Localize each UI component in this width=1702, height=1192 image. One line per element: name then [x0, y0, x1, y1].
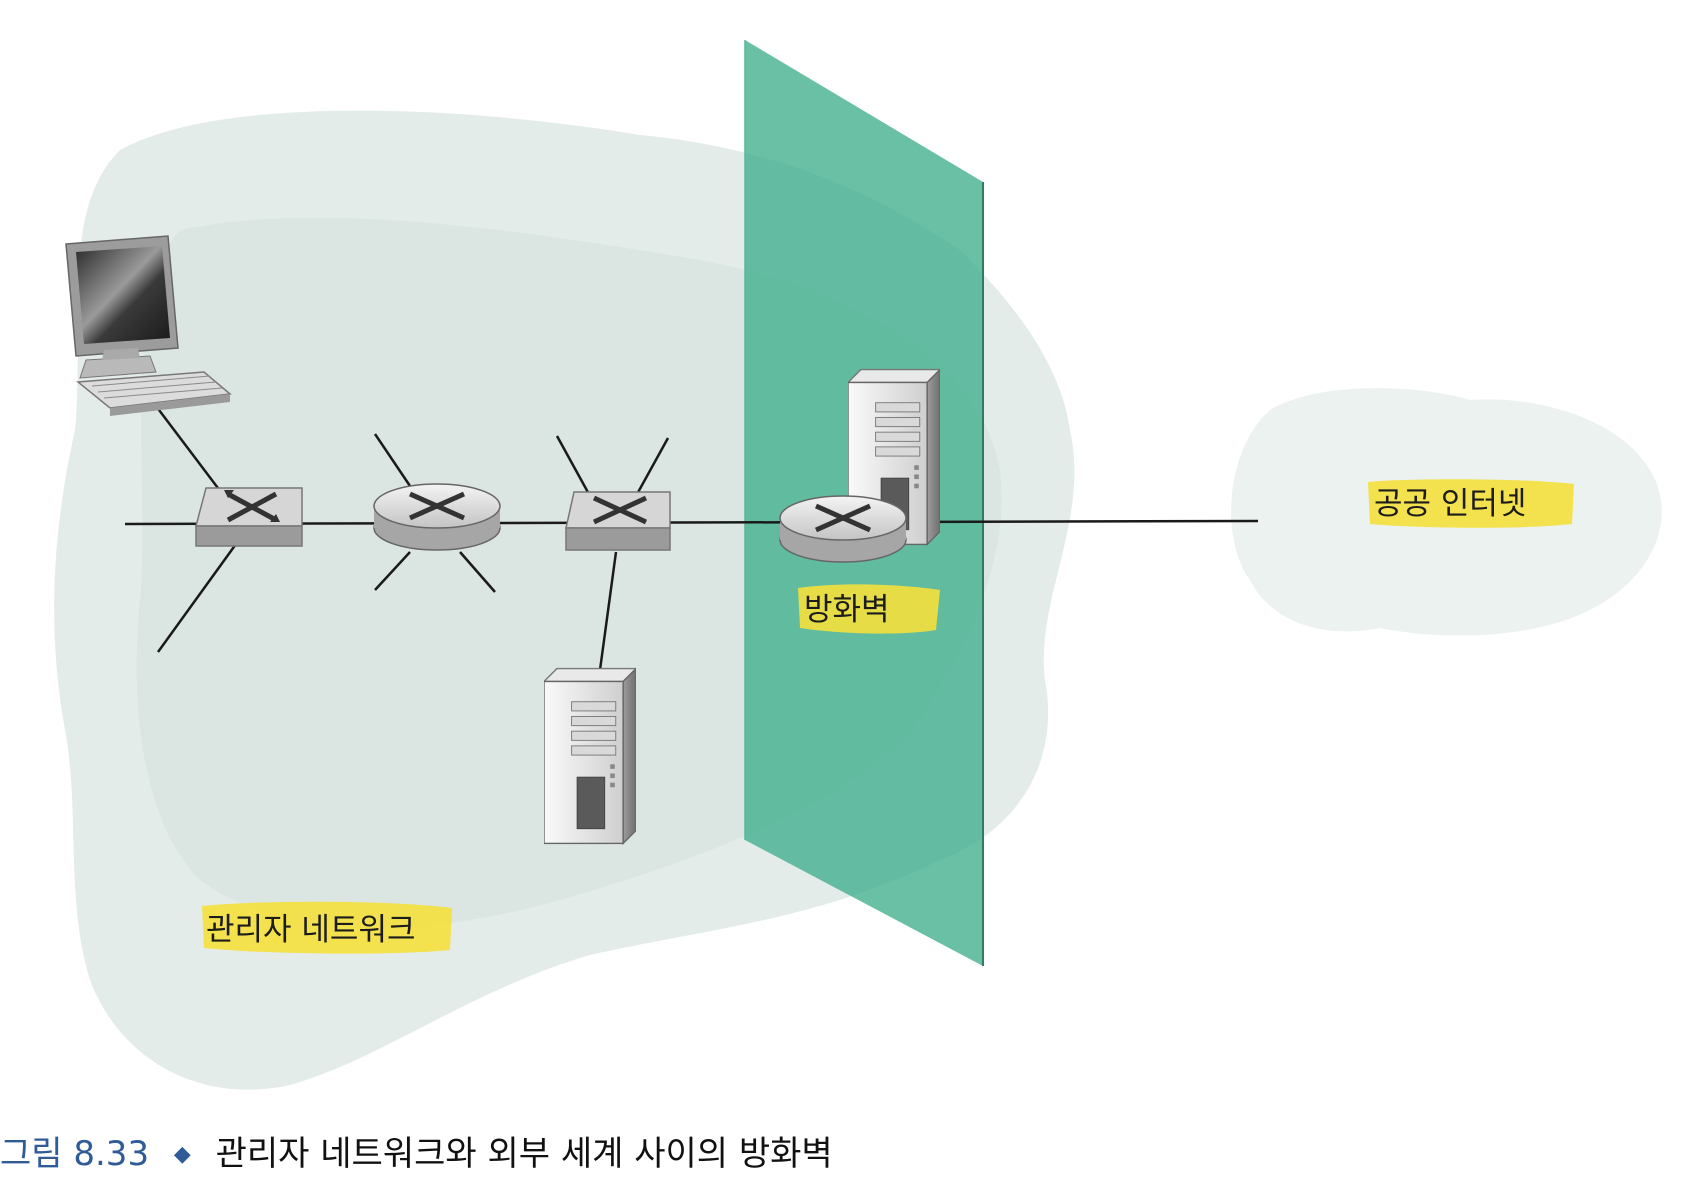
- network-links: [124, 405, 1259, 671]
- desktop-computer-icon: [65, 235, 232, 416]
- switch-icon: [565, 491, 671, 551]
- figure-number: 그림 8.33: [0, 1134, 150, 1174]
- svg-text:방화벽: 방화벽: [804, 592, 890, 628]
- public-internet-label: 공공 인터넷: [1368, 479, 1574, 528]
- switch-icon: [195, 487, 303, 547]
- router-icon: [779, 495, 907, 563]
- firewall-label: 방화벽: [798, 584, 940, 634]
- figure-caption: 그림 8.33 ◆ 관리자 네트워크와 외부 세계 사이의 방화벽: [0, 1126, 833, 1175]
- caption-text: 관리자 네트워크와 외부 세계 사이의 방화벽: [215, 1134, 833, 1174]
- svg-text:공공 인터넷: 공공 인터넷: [1374, 486, 1526, 522]
- admin-network-label: 관리자 네트워크: [202, 901, 452, 954]
- svg-text:관리자 네트워크: 관리자 네트워크: [206, 912, 416, 948]
- server-icon: [544, 667, 636, 845]
- caption-bullet-icon: ◆: [173, 1142, 191, 1167]
- router-icon: [373, 483, 501, 551]
